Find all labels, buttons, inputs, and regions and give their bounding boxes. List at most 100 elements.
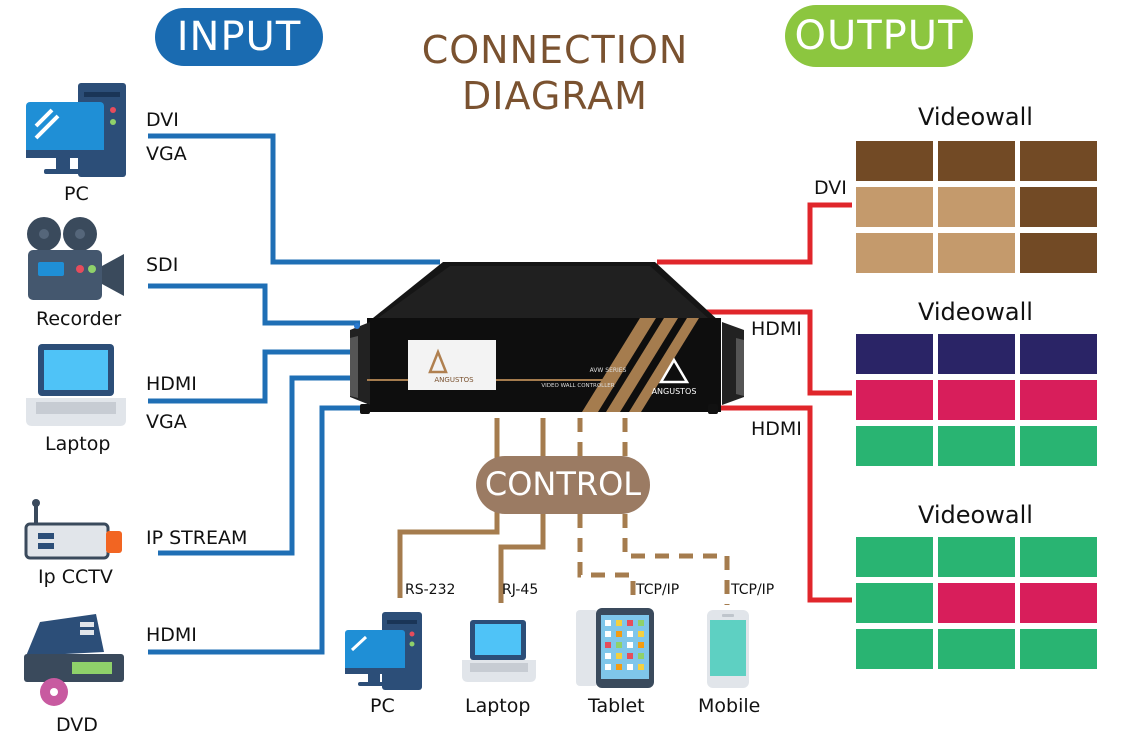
control-name-laptop: Laptop bbox=[465, 695, 531, 717]
diagram-title-line1: CONNECTION bbox=[421, 28, 689, 72]
output-pill-label: OUTPUT bbox=[794, 13, 964, 59]
videowall-2-tile bbox=[1020, 426, 1097, 466]
tablet-app-dot bbox=[638, 664, 644, 670]
videowall-3-tile bbox=[938, 583, 1015, 623]
control-name-pc: PC bbox=[370, 695, 395, 717]
signal-laptop-vga: VGA bbox=[146, 411, 187, 433]
videowall-1-tile bbox=[938, 233, 1015, 273]
controller-brand-small: ANGUSTOS bbox=[434, 376, 474, 384]
input-name-pc: PC bbox=[64, 183, 89, 205]
protocol-laptop: RJ-45 bbox=[502, 582, 539, 598]
tablet-app-dot bbox=[638, 642, 644, 648]
input-line-laptop bbox=[148, 349, 350, 404]
videowall-1-tile bbox=[938, 187, 1015, 227]
input-line-ipcctv bbox=[158, 375, 352, 556]
output-signal-2: HDMI bbox=[751, 318, 802, 340]
signal-laptop-hdmi: HDMI bbox=[146, 373, 197, 395]
input-name-dvd: DVD bbox=[56, 714, 98, 736]
signal-pc-dvi: DVI bbox=[146, 109, 179, 131]
control-pc-icon bbox=[345, 612, 422, 690]
videowall-1-tile bbox=[856, 233, 933, 273]
videowall-3-tile bbox=[938, 629, 1015, 669]
videowall-1-tile bbox=[856, 141, 933, 181]
videowall-3-tile bbox=[856, 583, 933, 623]
input-lines bbox=[148, 133, 440, 655]
videowall-2-tile bbox=[856, 334, 933, 374]
input-line-recorder bbox=[148, 283, 360, 326]
input-name-ipcctv: Ip CCTV bbox=[38, 566, 113, 588]
tablet-app-dot bbox=[627, 664, 633, 670]
tablet-app-dot bbox=[605, 620, 611, 626]
output-line-wall3 bbox=[700, 405, 852, 603]
tablet-app-dot bbox=[616, 664, 622, 670]
tablet-app-dot bbox=[605, 664, 611, 670]
controller-model: VIDEO WALL CONTROLLER bbox=[541, 383, 614, 389]
tablet-app-dot bbox=[605, 631, 611, 637]
tablet-app-dot bbox=[616, 642, 622, 648]
control-pill bbox=[476, 456, 650, 514]
protocol-tablet: TCP/IP bbox=[636, 582, 680, 598]
videowall-2-tile bbox=[938, 380, 1015, 420]
ip-camera-icon bbox=[24, 499, 122, 560]
signal-pc-vga: VGA bbox=[146, 143, 187, 165]
laptop-icon bbox=[26, 344, 126, 426]
tablet-app-dot bbox=[605, 653, 611, 659]
control-name-tablet: Tablet bbox=[588, 695, 645, 717]
input-line-pc bbox=[148, 133, 440, 265]
tablet-app-dot bbox=[616, 631, 622, 637]
input-line-dvd bbox=[148, 405, 372, 655]
videowall-2-tile bbox=[1020, 380, 1097, 420]
control-name-mobile: Mobile bbox=[698, 695, 761, 717]
videowall-title-3: Videowall bbox=[918, 501, 1033, 529]
videowall-3-tile bbox=[1020, 537, 1097, 577]
tablet-app-dot bbox=[638, 653, 644, 659]
tablet-app-dot bbox=[627, 631, 633, 637]
pc-tower-icon bbox=[26, 83, 126, 177]
tablet-app-dot bbox=[627, 642, 633, 648]
input-name-recorder: Recorder bbox=[36, 308, 122, 330]
videowall-2-tile bbox=[938, 334, 1015, 374]
tablet-app-dot bbox=[605, 642, 611, 648]
control-mobile-icon bbox=[707, 610, 749, 688]
control-laptop-icon bbox=[462, 620, 536, 682]
videowall-1-tile bbox=[1020, 233, 1097, 273]
protocol-pc: RS-232 bbox=[405, 582, 456, 598]
control-line-mobile bbox=[622, 418, 730, 605]
signal-recorder-sdi: SDI bbox=[146, 254, 179, 276]
videowall-3-tile bbox=[856, 537, 933, 577]
tablet-app-dot bbox=[616, 653, 622, 659]
tablet-app-dot bbox=[638, 631, 644, 637]
output-signal-1: DVI bbox=[814, 177, 847, 199]
protocol-mobile: TCP/IP bbox=[731, 582, 775, 598]
videowall-3-tile bbox=[856, 629, 933, 669]
controller-label-panel bbox=[408, 340, 496, 390]
videowall-3-tile bbox=[1020, 629, 1097, 669]
videowall-1-tile bbox=[1020, 187, 1097, 227]
videowall-3-tile bbox=[938, 537, 1015, 577]
tablet-app-dot bbox=[627, 620, 633, 626]
output-lines bbox=[657, 202, 852, 603]
videowall-1-tile bbox=[1020, 141, 1097, 181]
video-camera-icon bbox=[27, 217, 124, 300]
videowall-2-tile bbox=[1020, 334, 1097, 374]
videowalls bbox=[856, 141, 1097, 669]
diagram-title-line2: DIAGRAM bbox=[462, 74, 648, 118]
videowall-2-tile bbox=[856, 380, 933, 420]
output-signal-3: HDMI bbox=[751, 418, 802, 440]
input-name-laptop: Laptop bbox=[45, 433, 111, 455]
videowall-2-tile bbox=[938, 426, 1015, 466]
controller-series: AVW SERIES bbox=[590, 367, 627, 374]
videowall-title-1: Videowall bbox=[918, 103, 1033, 131]
signal-dvd-hdmi: HDMI bbox=[146, 624, 197, 646]
videowall-1-tile bbox=[856, 187, 933, 227]
videowall-2-tile bbox=[856, 426, 933, 466]
signal-ipcctv-ipstream: IP STREAM bbox=[146, 527, 248, 549]
control-tablet-icon bbox=[576, 608, 654, 688]
controller-brand: ANGUSTOS bbox=[652, 387, 697, 396]
input-pill-label: INPUT bbox=[176, 14, 302, 60]
input-pill: INPUT bbox=[155, 8, 323, 66]
output-line-wall1 bbox=[657, 202, 852, 265]
tablet-app-dot bbox=[627, 653, 633, 659]
